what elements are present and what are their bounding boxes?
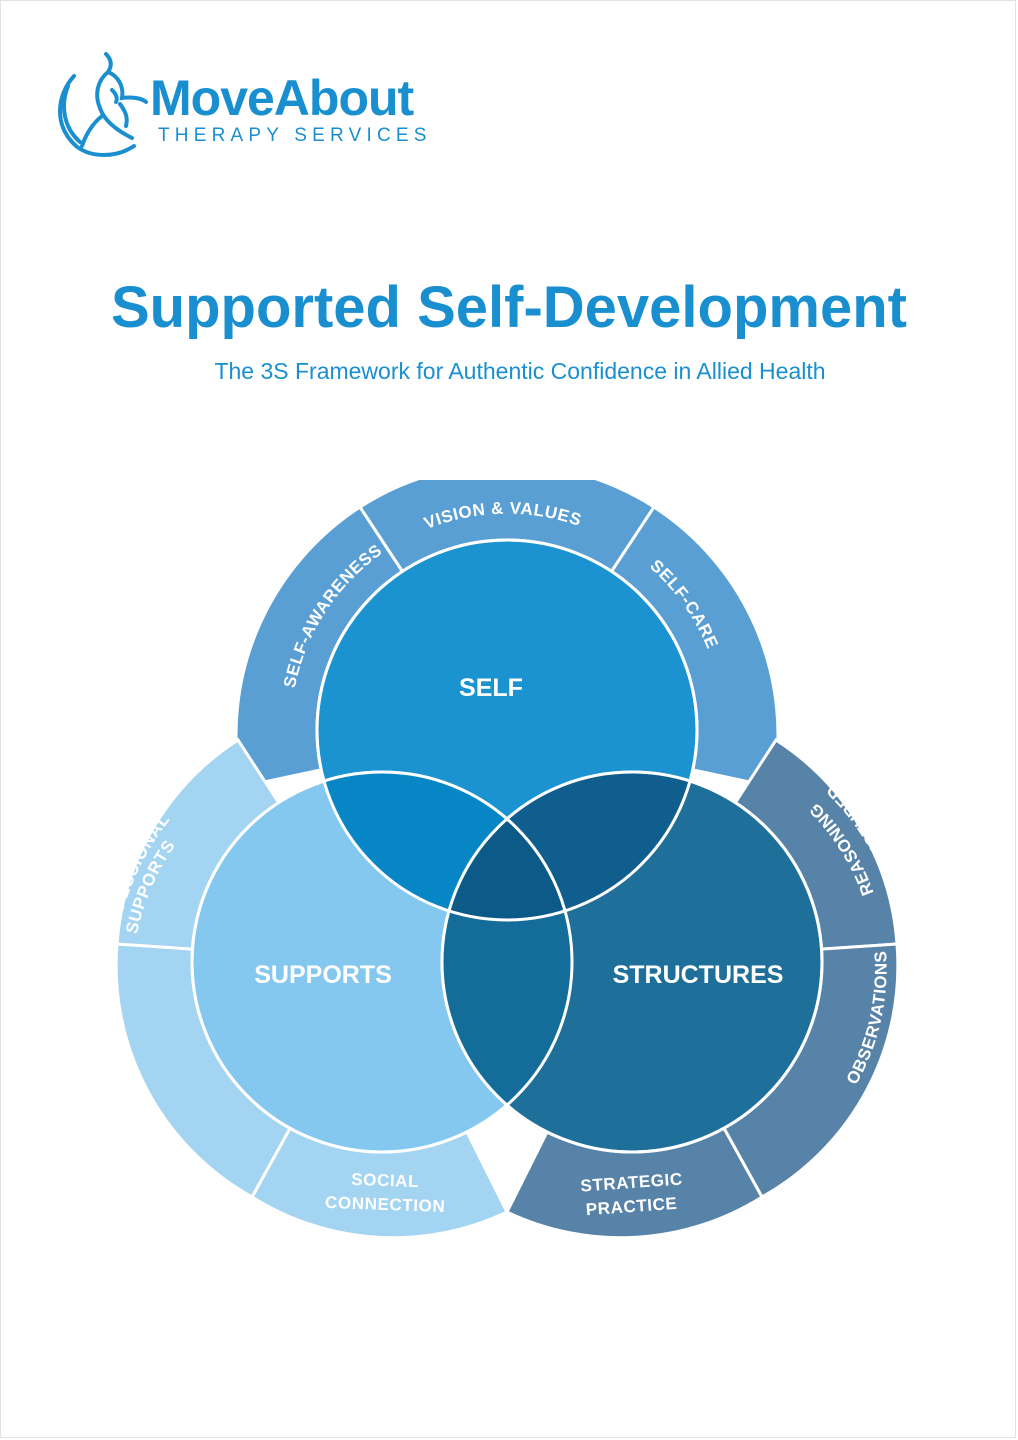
label-structures: STRUCTURES (613, 961, 784, 989)
brand-tagline: THERAPY SERVICES (158, 125, 432, 146)
label-social-connection-2: CONNECTION (325, 1193, 446, 1216)
label-self: SELF (459, 674, 523, 702)
overlap-all-three (442, 772, 572, 920)
framework-diagram: SELF SUPPORTS STRUCTURES SELF-AWARENESS … (101, 480, 915, 1240)
label-social-connection-1: SOCIAL (351, 1170, 419, 1191)
kangaroo-logo-icon (58, 52, 148, 157)
brand-name: MoveAbout (150, 70, 414, 126)
label-supports: SUPPORTS (254, 961, 392, 989)
logo: MoveAbout THERAPY SERVICES (46, 46, 486, 166)
page-title: Supported Self-Development (111, 275, 907, 340)
page-subtitle: The 3S Framework for Authentic Confidenc… (214, 358, 826, 384)
